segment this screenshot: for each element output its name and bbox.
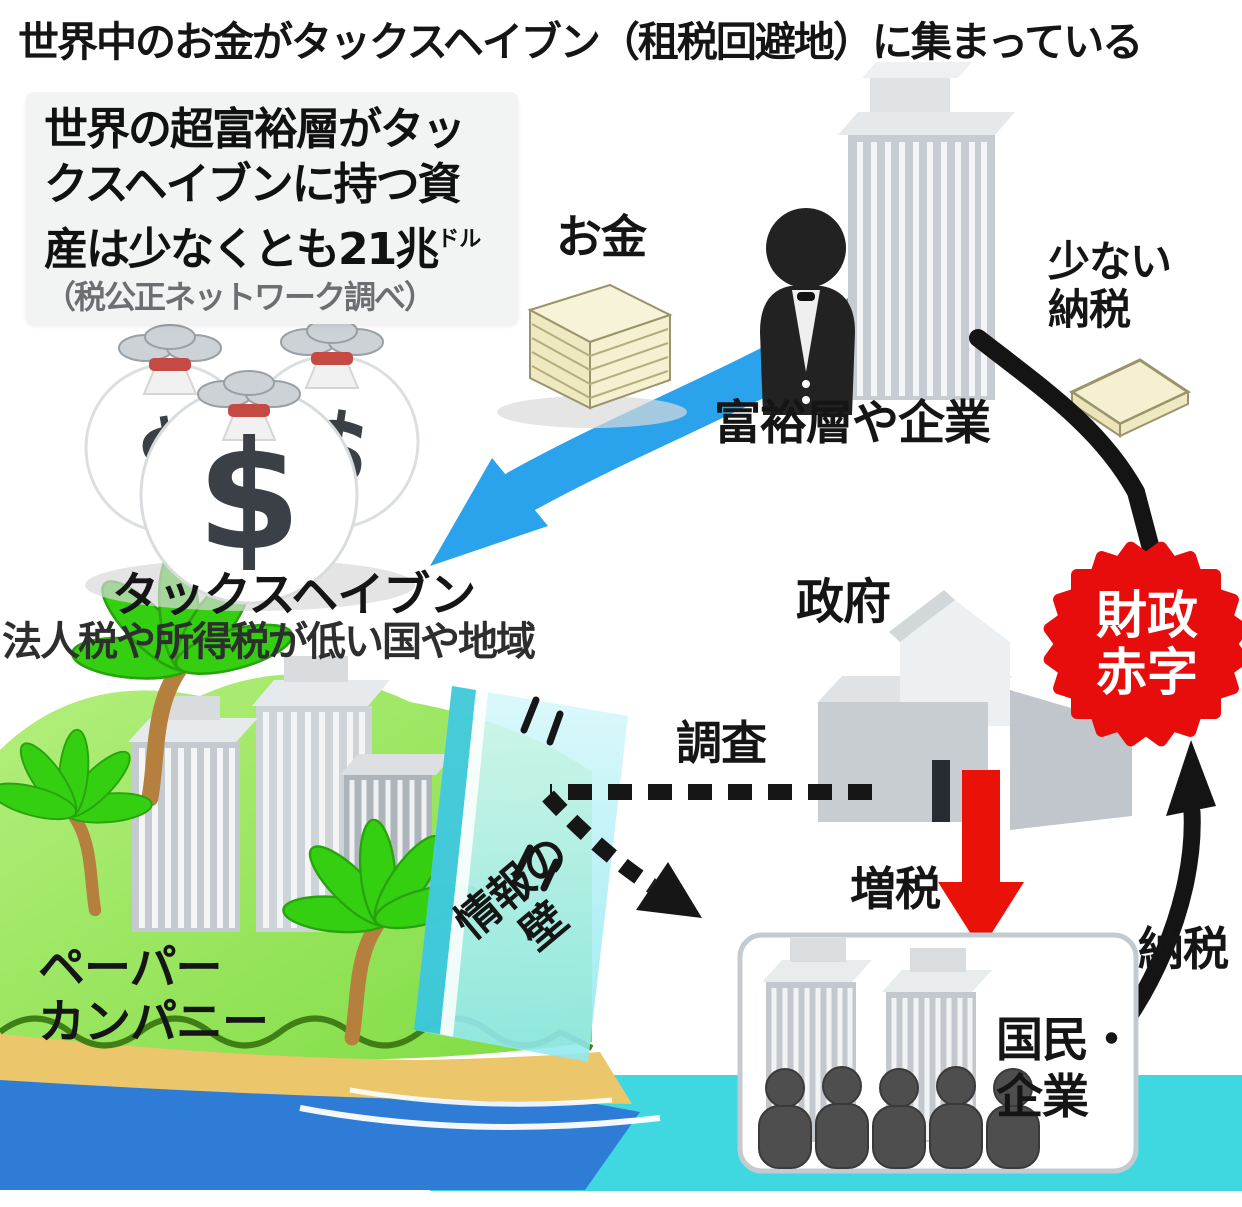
wealthy-person-icon — [760, 208, 855, 415]
stat-line: クスヘイブンに持つ資 — [44, 159, 462, 210]
tax-increase-arrow — [938, 770, 1024, 950]
stat-line: 産は少なくとも21兆ドル — [44, 224, 482, 275]
small-bill-icon — [1068, 358, 1192, 438]
citizens-label: 国民・企業 — [996, 1013, 1135, 1125]
stat-line: 世界の超富裕層がタッ — [44, 104, 466, 155]
investigation-label: 調査 — [676, 716, 767, 770]
information-wall — [414, 686, 628, 1062]
tax-haven-subtitle: 法人税や所得税が低い国や地域 — [2, 619, 536, 665]
tax-haven-title: タックスヘイブン — [112, 568, 476, 623]
dollar-sign-icon: $ — [197, 410, 301, 584]
wealthy-label: 富裕層や企業 — [714, 396, 991, 451]
money-label: お金 — [556, 210, 647, 264]
government-label: 政府 — [796, 574, 891, 630]
page-title: 世界中のお金がタックスヘイブン（租税回避地）に集まっている — [18, 18, 1143, 66]
citizens-box — [737, 932, 1139, 1174]
investigation-arrow — [512, 696, 872, 918]
citizens-people-icons — [758, 1066, 1040, 1169]
paper-company-label: ペーパーカンパニー — [38, 941, 269, 1050]
stat-source: （税公正ネットワーク調べ） — [44, 278, 436, 316]
wealth-stat-box: 世界の超富裕層がタッ クスヘイブンに持つ資 産は少なくとも21兆ドル （税公正ネ… — [26, 92, 518, 324]
low-tax-arrow — [969, 329, 1159, 554]
money-bags-icon: $ $ $ — [84, 318, 420, 611]
tax-increase-label: 増税 — [850, 862, 941, 916]
tax-payment-label: 納税 — [1138, 922, 1229, 976]
fiscal-deficit-badge — [1043, 541, 1242, 747]
corporate-tower — [838, 62, 1015, 400]
fiscal-deficit-label: 財政赤字 — [1095, 587, 1198, 703]
low-tax-label: 少ない納税 — [1048, 237, 1172, 334]
money-stack-icon — [497, 283, 687, 428]
currency-unit: ドル — [437, 227, 482, 252]
